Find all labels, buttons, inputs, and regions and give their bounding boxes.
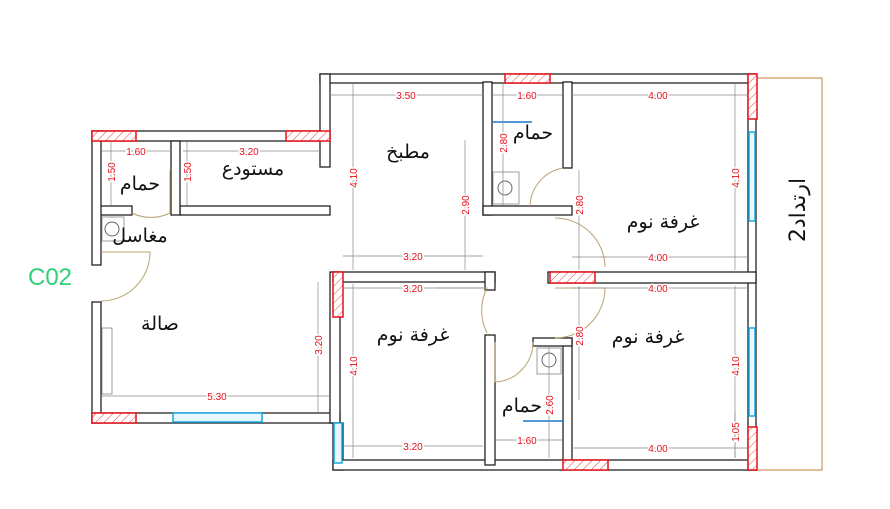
wall (179, 205, 331, 216)
window (172, 412, 263, 423)
wall (532, 337, 573, 347)
dimension-label: 2.80 (575, 195, 586, 215)
dimension-label: 1.60 (126, 147, 146, 158)
dimension-label: 2.90 (461, 195, 472, 215)
wall (170, 140, 181, 216)
door-swing (554, 287, 606, 339)
dimension-label: 5.30 (207, 392, 227, 403)
window (748, 327, 756, 417)
dimension-label: 2.60 (545, 395, 556, 415)
column (747, 73, 758, 120)
wall (91, 301, 102, 424)
column (332, 271, 344, 318)
door-swing (494, 341, 534, 383)
setback-outline (754, 77, 823, 471)
toilet-icon (497, 180, 513, 196)
dimension-label: 4.00 (648, 253, 668, 264)
room-label-bedroom-bottom-right: غرفة نوم (612, 326, 685, 348)
wall (319, 73, 331, 168)
dimension-label: 4.00 (648, 91, 668, 102)
dimension-label: 1.50 (107, 162, 118, 182)
windows (172, 131, 756, 464)
wall (482, 81, 493, 216)
door-swing (131, 170, 171, 218)
dimensions: 1.60 3.20 3.50 1.60 4.00 1.50 1.50 4.10 2.80 2.90… (102, 84, 748, 458)
window (748, 131, 756, 222)
room-label-bedroom-middle: غرفة نوم (377, 324, 450, 346)
room-label-setback: ارتداد2 (786, 178, 811, 242)
door-swing (100, 251, 151, 302)
dimension-label: 3.50 (396, 91, 416, 102)
wall (91, 130, 102, 266)
wall (99, 205, 133, 216)
wall (562, 81, 573, 169)
columns (91, 73, 758, 471)
door-swing (529, 167, 564, 207)
wall (332, 459, 757, 471)
room-label-bath-left: حمام (120, 173, 160, 195)
dimension-label: 1.60 (517, 436, 537, 447)
sink-icon (104, 221, 120, 237)
wall (484, 271, 496, 291)
plan-tag: C02 (28, 264, 72, 291)
dimension-label: 3.20 (239, 147, 259, 158)
wall (332, 271, 496, 283)
room-label-bath-bottom: حمام (502, 395, 542, 417)
dimension-label: 3.20 (314, 335, 325, 355)
column (285, 130, 331, 142)
room-labels: مطبخ حمام مستودع حمام مغاسل غرفة نوم صال… (112, 122, 811, 417)
dimension-label: 1.50 (183, 162, 194, 182)
dimension-label: 2.80 (499, 133, 510, 153)
walls (91, 73, 757, 471)
column (562, 459, 609, 471)
dimension-label: 4.10 (731, 356, 742, 376)
wall (562, 337, 573, 461)
room-label-kitchen: مطبخ (386, 141, 430, 163)
door-swing (554, 217, 606, 268)
dimension-label: 1.05 (731, 422, 742, 442)
doors (100, 167, 606, 383)
toilet-fixture (492, 171, 520, 205)
column (549, 271, 596, 284)
dimension-label: 1.60 (517, 91, 537, 102)
door-swing (437, 287, 488, 334)
column (91, 130, 137, 142)
dimension-label: 3.20 (403, 442, 423, 453)
dimension-label: 2.80 (575, 326, 586, 346)
window (333, 422, 343, 464)
sink-fixture (101, 216, 125, 242)
column (504, 73, 551, 84)
dimension-label: 4.00 (648, 444, 668, 455)
sofa-fixture (101, 327, 113, 395)
wall (482, 205, 573, 216)
dimension-label: 4.10 (349, 168, 360, 188)
dimension-label: 4.10 (349, 356, 360, 376)
room-label-storage: مستودع (222, 158, 284, 180)
dimension-label: 4.10 (731, 168, 742, 188)
wall (484, 334, 496, 466)
dimension-label: 3.20 (403, 252, 423, 263)
room-label-sinks: مغاسل (112, 225, 167, 247)
wall (547, 271, 757, 284)
column (747, 426, 758, 471)
dimension-label: 4.00 (648, 284, 668, 295)
column (91, 412, 137, 424)
dimension-label: 3.20 (403, 284, 423, 295)
room-label-living: صالة (141, 313, 179, 335)
room-label-bedroom-top-right: غرفة نوم (627, 211, 700, 233)
room-label-bath-top: حمام (513, 122, 553, 144)
